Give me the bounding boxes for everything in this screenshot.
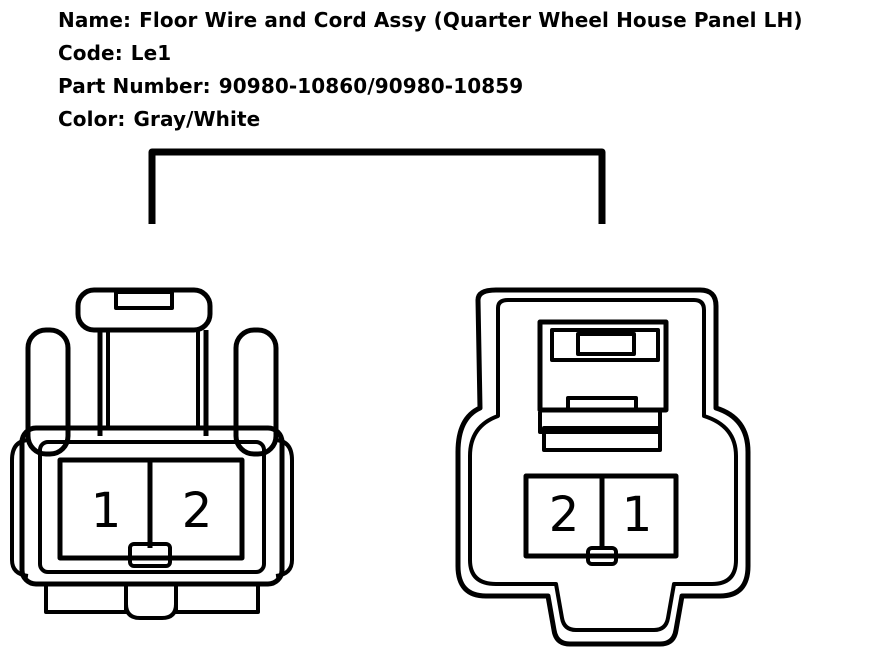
right-pin-label: 2	[549, 487, 580, 543]
code-label: Code:	[58, 41, 123, 65]
left-housing-outer	[19, 425, 285, 587]
left-side-post	[25, 327, 71, 457]
name-value: Floor Wire and Cord Assy (Quarter Wheel …	[139, 8, 803, 32]
color-value: Gray/White	[133, 107, 261, 131]
right-side-post	[233, 327, 279, 457]
name-label: Name:	[58, 8, 132, 32]
left-housing-inner	[38, 440, 266, 574]
right-latch-window	[537, 319, 669, 413]
part-number-value: 90980-10860/90980-10859	[218, 74, 524, 98]
left-pin-label: 2	[182, 483, 213, 539]
part-number-row: Part Number: 90980-10860/90980-10859	[58, 70, 803, 103]
right-connector	[455, 287, 751, 647]
right-lock-tab	[586, 546, 618, 566]
code-value: Le1	[130, 41, 172, 65]
code-row: Code: Le1	[58, 37, 803, 70]
left-lock-tab	[128, 542, 172, 568]
color-label: Color:	[58, 107, 126, 131]
left-pin-label: 1	[91, 483, 122, 539]
connection-bracket	[148, 148, 606, 224]
color-row: Color: Gray/White	[58, 103, 803, 136]
connector-info: Name: Floor Wire and Cord Assy (Quarter W…	[58, 4, 803, 136]
right-pin-label: 1	[622, 487, 653, 543]
name-row: Name: Floor Wire and Cord Assy (Quarter W…	[58, 4, 803, 37]
left-connector	[10, 287, 294, 620]
part-number-label: Part Number:	[58, 74, 211, 98]
right-upper-body	[455, 287, 751, 647]
